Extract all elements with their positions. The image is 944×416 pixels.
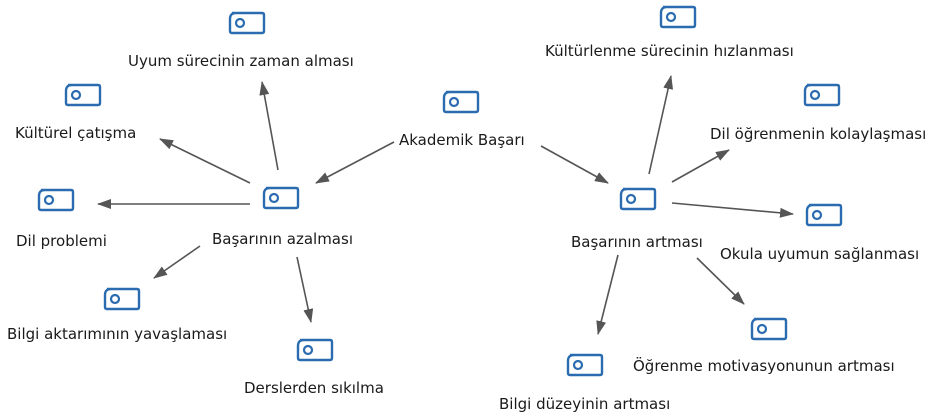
node-label-bilgi-aktarimi[interactable]: Bilgi aktarımının yavaşlaması <box>7 325 228 343</box>
edge-artma-to-dilogr <box>671 149 730 183</box>
code-node-icon[interactable] <box>566 353 604 381</box>
code-node-icon[interactable] <box>750 317 788 345</box>
node-label-kulturel-catisma[interactable]: Kültürel çatışma <box>15 124 137 142</box>
code-node-icon[interactable] <box>442 90 480 118</box>
edge-artma-to-okula <box>671 202 794 218</box>
node-label-dil-problemi[interactable]: Dil problemi <box>16 232 107 250</box>
edge-artma-to-kulturlenme <box>648 75 674 175</box>
edge-azalma-to-kulturel <box>159 138 251 184</box>
code-node-icon[interactable] <box>619 187 657 215</box>
edge-artma-to-ogrenme <box>696 257 745 305</box>
node-label-kulturlenme[interactable]: Kültürlenme sürecinin hızlanması <box>545 42 794 60</box>
node-label-basarinin-azalmasi[interactable]: Başarının azalması <box>212 230 353 248</box>
node-label-bilgi-duzeyi[interactable]: Bilgi düzeyinin artması <box>499 395 671 413</box>
node-label-derslerden-sikilma[interactable]: Derslerden sıkılma <box>244 379 384 397</box>
edge-akademik-to-azalma <box>315 141 395 184</box>
node-label-ogrenme-motivasyonu[interactable]: Öğrenme motivasyonunun artması <box>633 357 895 375</box>
code-node-icon[interactable] <box>64 83 102 111</box>
edge-akademik-to-artma <box>540 145 609 184</box>
edge-azalma-to-bilgiakt <box>153 245 201 279</box>
code-node-icon[interactable] <box>228 11 266 39</box>
node-label-akademik-basari[interactable]: Akademik Başarı <box>399 131 525 149</box>
node-label-uyum-sureci[interactable]: Uyum sürecinin zaman alması <box>128 52 354 70</box>
code-node-icon[interactable] <box>805 203 843 231</box>
code-node-icon[interactable] <box>37 188 75 216</box>
code-node-icon[interactable] <box>296 338 334 366</box>
node-label-basarinin-artmasi[interactable]: Başarının artması <box>571 233 703 251</box>
edge-artma-to-bilgiduz <box>596 254 619 335</box>
code-node-icon[interactable] <box>659 5 697 33</box>
code-node-icon[interactable] <box>103 287 141 315</box>
node-label-okula-uyum[interactable]: Okula uyumun sağlanması <box>720 245 920 263</box>
node-label-dil-ogrenme[interactable]: Dil öğrenmenin kolaylaşması <box>710 125 927 143</box>
edges-layer <box>97 75 794 335</box>
code-node-icon[interactable] <box>803 83 841 111</box>
code-node-icon[interactable] <box>262 186 300 214</box>
edge-azalma-to-dersler <box>296 256 314 323</box>
edge-azalma-to-uyum <box>259 81 279 171</box>
